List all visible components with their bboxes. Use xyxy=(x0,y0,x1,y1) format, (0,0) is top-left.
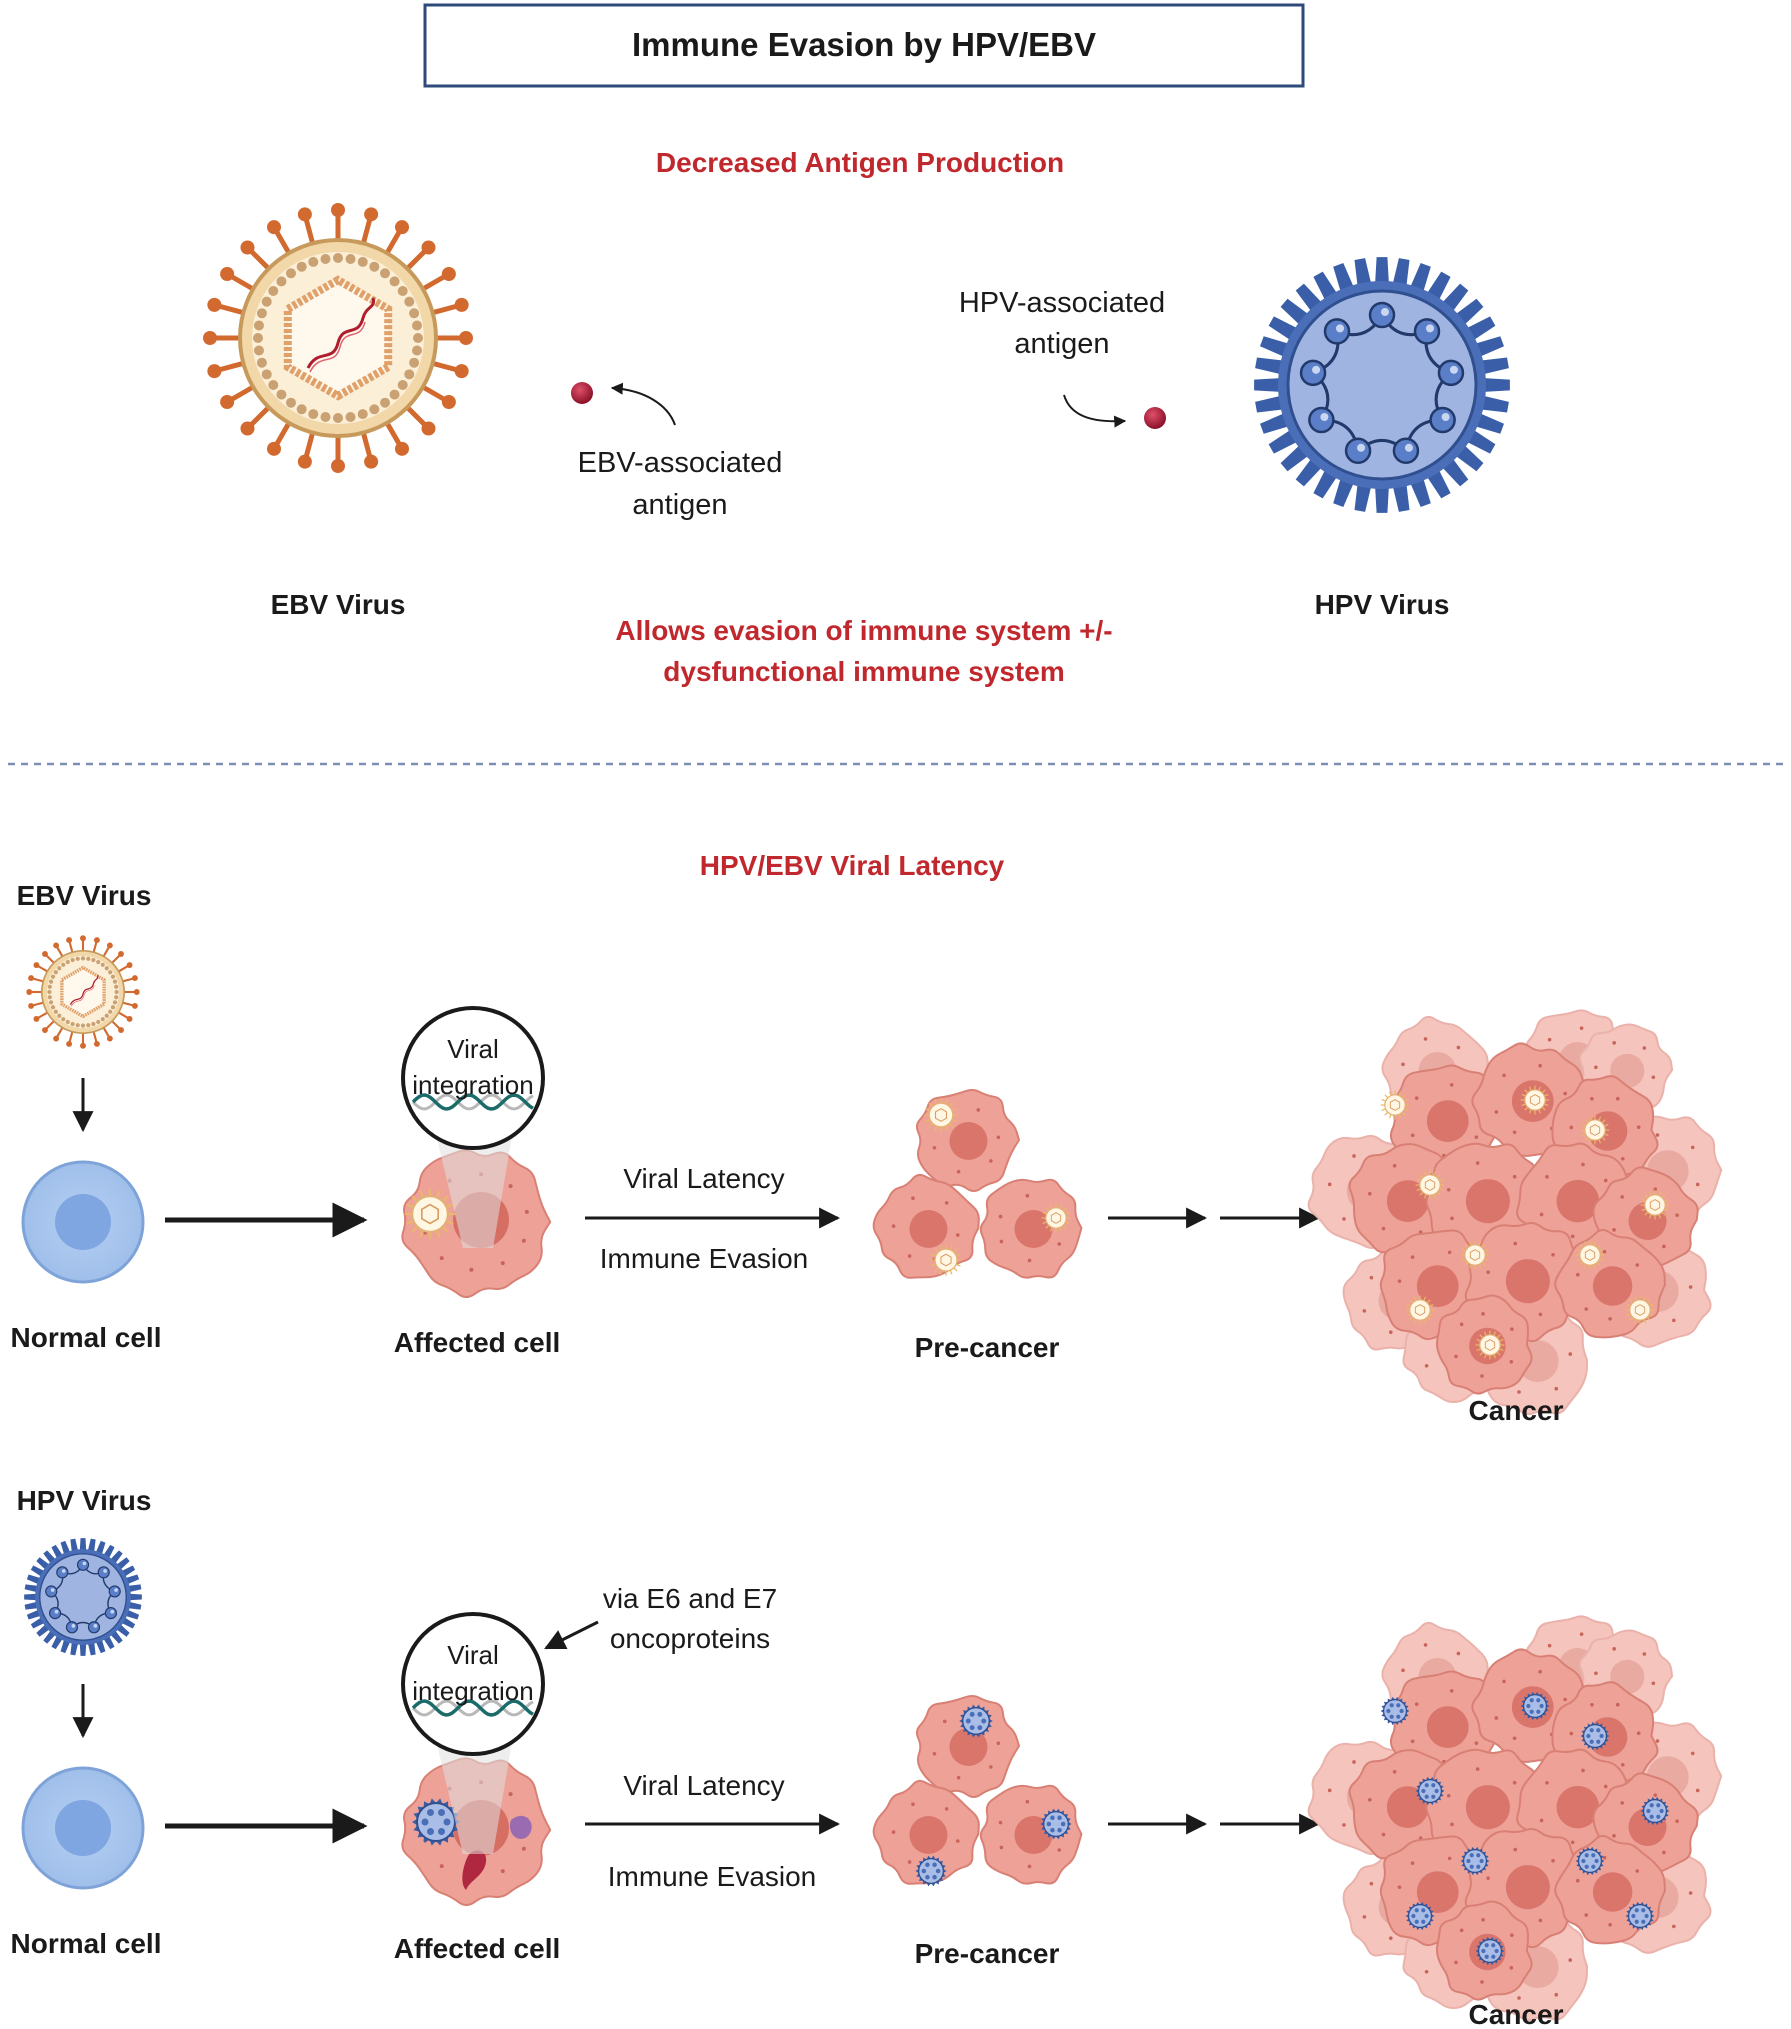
ebv-antigen-label-2: antigen xyxy=(632,489,727,521)
ebv-antigen-arrow xyxy=(610,382,676,426)
hpv-row-oncoproteins-arrow xyxy=(544,1620,599,1650)
ebv-virus-icon xyxy=(203,203,473,473)
ebv-row-integration-2: integration xyxy=(412,1070,533,1100)
hpv-row-virus-label: HPV Virus xyxy=(17,1485,152,1516)
hpv-row-virus-icon xyxy=(24,1538,142,1656)
hpv-row-evasion-label: Immune Evasion xyxy=(608,1861,817,1892)
ebv-row-normal-cell-icon xyxy=(21,1160,145,1284)
hpv-row-oncoproteins-1: via E6 and E7 xyxy=(603,1583,777,1614)
ebv-antigen-label-1: EBV-associated xyxy=(578,447,783,479)
page-title: Immune Evasion by HPV/EBV xyxy=(632,26,1096,63)
hpv-row-normal-cell-icon xyxy=(21,1766,145,1890)
hpv-row-cancer-label: Cancer xyxy=(1469,1999,1564,2029)
hpv-virus-label: HPV Virus xyxy=(1315,589,1450,620)
hpv-antigen-arrow xyxy=(1063,394,1127,428)
hpv-row-affected-label: Affected cell xyxy=(394,1933,561,1964)
hpv-row-integration-1: Viral xyxy=(447,1640,499,1670)
evasion-text-1: Allows evasion of immune system +/- xyxy=(615,615,1112,646)
antigen-heading: Decreased Antigen Production xyxy=(656,147,1064,178)
latency-heading: HPV/EBV Viral Latency xyxy=(700,850,1005,881)
hpv-row-integration-bubble xyxy=(401,1612,545,1854)
ebv-row-latency-label: Viral Latency xyxy=(623,1163,784,1194)
hpv-antigen-icon xyxy=(1144,407,1166,429)
evasion-text-2: dysfunctional immune system xyxy=(663,656,1064,687)
ebv-row-virus-icon xyxy=(26,935,140,1049)
hpv-antigen-label-2: antigen xyxy=(1014,328,1109,360)
ebv-row-integration-bubble xyxy=(401,1006,545,1248)
hpv-row-integration-2: integration xyxy=(412,1676,533,1706)
hpv-row-precancer-label: Pre-cancer xyxy=(915,1938,1060,1969)
hpv-row-oncoproteins-2: oncoproteins xyxy=(610,1623,770,1654)
ebv-row-precancer-icon xyxy=(872,1089,1083,1279)
ebv-row-cancer-label: Cancer xyxy=(1469,1395,1564,1426)
ebv-row-cancer-icon xyxy=(1307,1009,1723,1416)
ebv-virus-label: EBV Virus xyxy=(271,589,406,620)
ebv-row-integration-1: Viral xyxy=(447,1034,499,1064)
hpv-row-cancer-icon xyxy=(1307,1615,1723,2022)
title-box xyxy=(423,3,1305,88)
ebv-row-evasion-label: Immune Evasion xyxy=(600,1243,809,1274)
hpv-virus-icon xyxy=(1254,257,1510,513)
ebv-row-virus-label: EBV Virus xyxy=(17,880,152,911)
ebv-row-affected-label: Affected cell xyxy=(394,1327,561,1358)
hpv-row-latency-label: Viral Latency xyxy=(623,1770,784,1801)
hpv-row-precancer-icon xyxy=(872,1695,1083,1887)
ebv-antigen-icon xyxy=(571,382,593,404)
hpv-antigen-label-1: HPV-associated xyxy=(959,287,1165,319)
ebv-row-precancer-label: Pre-cancer xyxy=(915,1332,1060,1363)
ebv-row-normal-label: Normal cell xyxy=(11,1322,162,1353)
hpv-row-normal-label: Normal cell xyxy=(11,1928,162,1959)
